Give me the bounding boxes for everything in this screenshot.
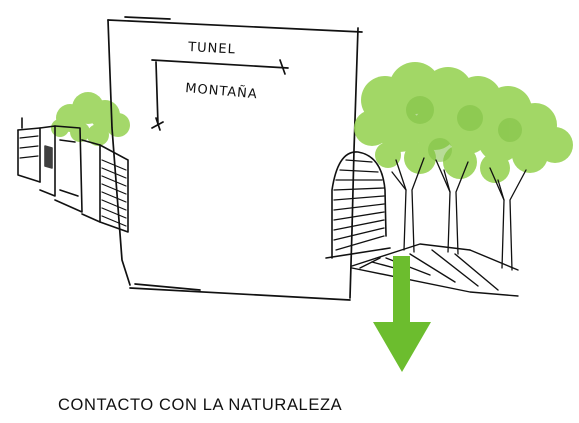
tunnel-sign-label: TUNEL — [187, 40, 236, 58]
left-building-hatching — [19, 135, 127, 227]
right-tree-foliage-shade — [406, 96, 522, 162]
left-tree-foliage — [51, 92, 130, 146]
left-buildings — [17, 117, 129, 233]
tunnel-wall — [107, 16, 363, 301]
arch-hatching — [333, 159, 385, 251]
right-tree-foliage — [354, 62, 573, 183]
tree-trunks — [391, 157, 527, 271]
down-arrow-icon — [373, 256, 431, 372]
caption: CONTACTO CON LA NATURALEZA — [58, 396, 343, 414]
walkway — [351, 243, 519, 297]
mountain-sign-label: MONTAÑA — [185, 80, 259, 102]
arched-opening — [325, 151, 391, 259]
